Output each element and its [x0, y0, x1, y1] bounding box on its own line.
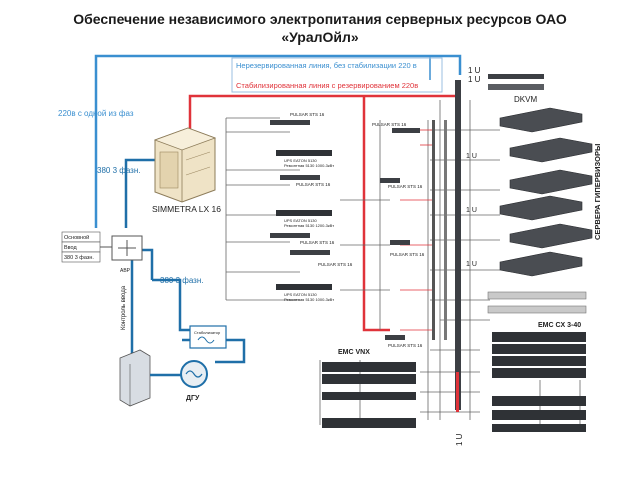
input-table: [61, 231, 101, 263]
ups-sub-1: Ремонтная 5130 1000-3кВт: [284, 163, 334, 168]
single-phase-label: 220в с одной из фаз: [58, 109, 134, 118]
small-stabilizer-label: Стабилизатор: [194, 330, 221, 335]
red-feed-wires: [400, 129, 432, 331]
avr-switch: [111, 235, 143, 261]
control-cable-label: Контроль ввода: [121, 285, 127, 330]
servers-vertical-label: СЕРВЕРА ГИПЕРВИЗОРЫ: [593, 144, 602, 240]
ups-units: [276, 150, 332, 290]
rack-unit-label-4: 1 U: [466, 207, 477, 214]
small-stabilizer: [189, 325, 227, 349]
dkvm-label: DKVM: [514, 95, 537, 104]
ups-label-1: UPS EATON 5130: [284, 158, 318, 163]
pulsar-label-5: PULSAR STS 16: [390, 252, 425, 257]
title-line-2: «УралОйл»: [281, 29, 359, 45]
rack-unit-label-6: 1 U: [455, 433, 464, 446]
pulsar-units: [270, 120, 420, 340]
simmetra-cabinet-icon: [153, 127, 217, 203]
emc-cx-label: EMC CX 3-40: [538, 322, 581, 329]
dkvm-device: [488, 74, 544, 90]
emc-vnx-label: EMC VNX: [338, 349, 370, 356]
rack-unit-label-2: 1 U: [468, 75, 481, 84]
ups-label-2: UPS EATON 5130: [284, 218, 318, 223]
three-phase-bottom-label: 380 3 фазн.: [160, 276, 204, 285]
avr-label: АВР: [120, 268, 131, 274]
input-row-3: 380 3 фазн.: [64, 255, 94, 261]
diagram-title: Обеспечение независимого электропитания …: [0, 10, 640, 46]
input-row-1: Основной: [64, 234, 89, 241]
pulsar-label-3: PULSAR STS 16: [300, 240, 335, 245]
input-row-2: Ввод: [64, 245, 77, 251]
unbacked-line-label: Нерезервированная линия, без стабилизаци…: [236, 61, 417, 70]
stabilized-power-line: [188, 94, 455, 332]
pulsar-label-8: PULSAR STS 16: [372, 122, 407, 127]
simmetra-label: SIMMETRA LX 16: [152, 204, 221, 214]
generator-cabinet-icon: [119, 349, 151, 407]
pulsar-label-6: PULSAR STS 16: [388, 343, 423, 348]
generator-icon: [180, 360, 208, 388]
unbacked-power-line: [94, 54, 462, 228]
rack-unit-label-5: 1 U: [466, 261, 477, 268]
three-phase-top-label: 380 3 фазн.: [97, 166, 141, 175]
ups-sub-2: Ремонтная 5130 1200-3кВт: [284, 223, 334, 228]
rack-pdu-strips: [432, 80, 461, 412]
stabilized-line-label: Стабилизированная линия с резервирование…: [236, 81, 418, 90]
emc-cx-array: [487, 291, 587, 432]
generator-label: ДГУ: [186, 395, 200, 402]
emc-vnx-array: [322, 362, 416, 428]
rack-unit-label-1: 1 U: [468, 66, 481, 75]
ups-label-3: UPS EATON 5130: [284, 292, 318, 297]
pulsar-label-4: PULSAR STS 16: [388, 184, 423, 189]
pulsar-label-2: PULSAR STS 16: [296, 182, 331, 187]
title-line-1: Обеспечение независимого электропитания …: [73, 11, 567, 27]
pulsar-label-1: PULSAR STS 16: [290, 112, 325, 117]
ups-sub-3: Ремонтная 5130 1000-3кВт: [284, 297, 334, 302]
rack-unit-label-3: 1 U: [466, 153, 477, 160]
line-legend-box: [231, 57, 443, 93]
hypervisor-servers: [499, 107, 593, 277]
pulsar-label-7: PULSAR STS 16: [318, 262, 353, 267]
